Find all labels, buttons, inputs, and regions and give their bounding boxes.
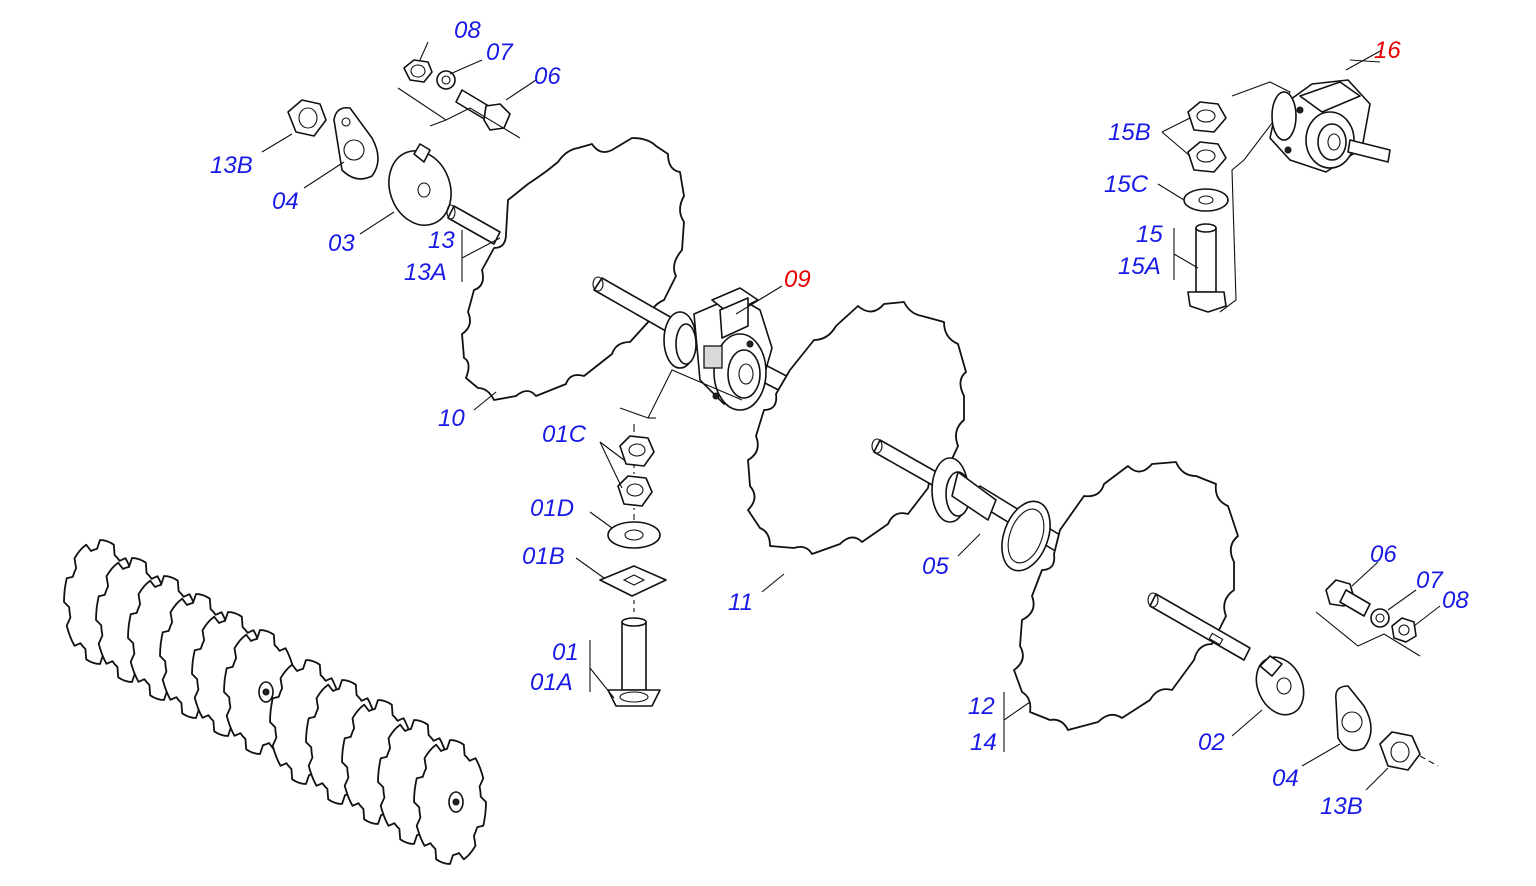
label-15B: 15B (1108, 119, 1151, 146)
label-03: 03 (328, 230, 355, 257)
nut-01C-upper (619, 435, 655, 467)
label-13: 13 (428, 227, 455, 254)
nut-08-bottom (1391, 617, 1417, 643)
nut-08-top (403, 59, 433, 83)
washer-07-bottom (1370, 608, 1390, 628)
inset-bolt-15 (1183, 101, 1229, 313)
label-02: 02 (1198, 729, 1225, 756)
label-04-top: 04 (272, 188, 299, 215)
label-15C: 15C (1104, 171, 1149, 198)
lockplate-04-top (333, 106, 379, 180)
hardware-group-bottom-right (1255, 579, 1439, 771)
label-16: 16 (1374, 37, 1401, 64)
label-01B: 01B (522, 543, 565, 570)
nut-15B-lower (1187, 141, 1227, 173)
bolt-stack-01 (599, 424, 667, 707)
spacer-03-top (388, 143, 452, 226)
nut-01C-lower (617, 475, 653, 507)
label-06-bottom: 06 (1370, 541, 1397, 568)
label-01A: 01A (530, 669, 573, 696)
label-13B-bottom: 13B (1320, 793, 1363, 820)
label-14: 14 (970, 729, 997, 756)
spacer-05 (931, 457, 997, 523)
part-labels: 08 07 06 13B 04 03 13 13A 10 09 01C 01D … (210, 17, 1469, 820)
blade-11 (747, 301, 967, 555)
label-13A: 13A (404, 259, 447, 286)
nut-15B-upper (1187, 101, 1227, 133)
inset-bearing-16 (1219, 59, 1391, 313)
square-washer-01B (599, 565, 667, 597)
label-08-top: 08 (454, 17, 481, 44)
assembled-disc-gang (63, 539, 487, 865)
shaft-13-top (446, 204, 501, 245)
label-07-top: 07 (486, 39, 514, 66)
label-06-top: 06 (534, 63, 561, 90)
bolt-06-top (455, 89, 511, 131)
label-01: 01 (552, 639, 579, 666)
blade-10 (461, 137, 685, 401)
washer-07-top (436, 70, 456, 90)
label-15: 15 (1136, 221, 1163, 248)
gang-hub-bolt (262, 688, 270, 696)
nut-13B-top (287, 99, 327, 137)
label-01D: 01D (530, 495, 574, 522)
label-12: 12 (968, 693, 995, 720)
spacer-02 (1255, 655, 1305, 716)
washer-01D (607, 521, 661, 549)
blade-12-14 (1013, 461, 1251, 731)
label-04-bottom: 04 (1272, 765, 1299, 792)
lockplate-04-bottom (1334, 685, 1372, 752)
label-15A: 15A (1118, 253, 1161, 280)
label-01C: 01C (542, 421, 587, 448)
hardware-group-top-left (287, 59, 521, 245)
nut-13B-bottom (1379, 731, 1421, 771)
gang-hub-bolt (452, 798, 460, 806)
washer-15C (1183, 188, 1229, 212)
label-08-bottom: 08 (1442, 587, 1469, 614)
bolt-06-bottom (1325, 579, 1371, 617)
bolt-15 (1187, 223, 1227, 313)
label-10: 10 (438, 405, 465, 432)
label-11: 11 (728, 589, 753, 616)
label-13B-top: 13B (210, 152, 253, 179)
label-07-bottom: 07 (1416, 567, 1444, 594)
bearing-housing-09 (663, 287, 773, 411)
ring-05 (1001, 500, 1051, 572)
leader-lines (261, 41, 1441, 791)
label-09: 09 (784, 266, 811, 293)
carriage-bolt-01 (607, 617, 661, 707)
label-05: 05 (922, 553, 949, 580)
